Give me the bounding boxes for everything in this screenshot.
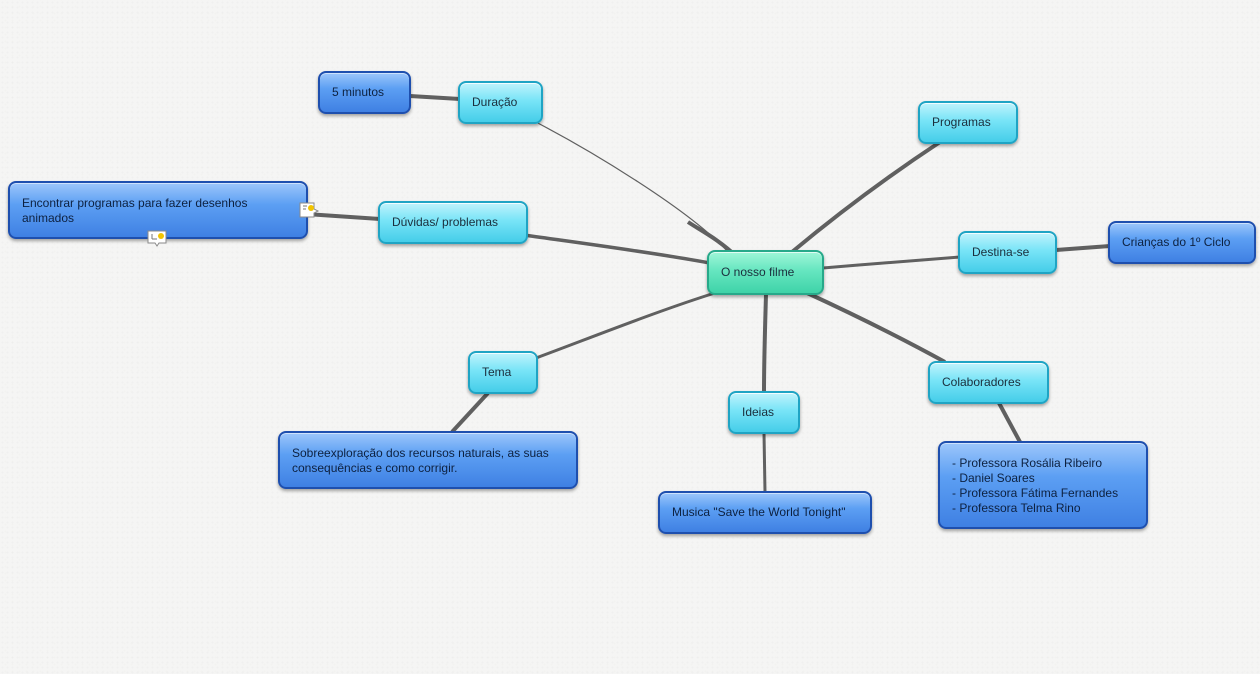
- central-topic-o-nosso-filme[interactable]: O nosso filme: [707, 250, 824, 295]
- subtopic-sobreexploracao[interactable]: Sobreexploração dos recursos naturais, a…: [278, 431, 578, 489]
- topic-duracao[interactable]: Duração: [458, 81, 543, 124]
- connector-center-tema: [535, 290, 719, 360]
- central-topic-label: O nosso filme: [721, 265, 795, 279]
- connector-ideias-musica: [762, 432, 767, 493]
- topic-label: Destina-se: [972, 245, 1030, 259]
- topic-programas[interactable]: Programas: [918, 101, 1018, 144]
- subtopic-cinco-minutos[interactable]: 5 minutos: [318, 71, 411, 114]
- subtopic-label: 5 minutos: [332, 85, 385, 99]
- subtopic-label: Sobreexploração dos recursos naturais, a…: [292, 446, 549, 475]
- topic-colaboradores[interactable]: Colaboradores: [928, 361, 1049, 404]
- subtopic-musica[interactable]: Musica "Save the World Tonight": [658, 491, 872, 534]
- topic-label: Tema: [482, 365, 512, 379]
- connector-center-destina: [822, 255, 961, 270]
- topic-duvidas-problemas[interactable]: Dúvidas/ problemas: [378, 201, 528, 244]
- connector-tema-sobreexploracao: [450, 391, 490, 434]
- connector-center-duvidas: [523, 233, 711, 265]
- subtopic-label: - Professora Rosália Ribeiro - Daniel So…: [952, 456, 1119, 515]
- subtopic-label: Musica "Save the World Tonight": [672, 505, 846, 519]
- topic-label: Dúvidas/ problemas: [392, 215, 499, 229]
- topic-tema[interactable]: Tema: [468, 351, 538, 394]
- subtopic-label: Encontrar programas para fazer desenhos …: [22, 196, 248, 225]
- subtopic-label: Crianças do 1º Ciclo: [1122, 235, 1231, 249]
- topic-label: Duração: [472, 95, 518, 109]
- topic-label: Ideias: [742, 405, 775, 419]
- connector-duvidas-encontrar: [305, 212, 381, 221]
- note-icon[interactable]: [146, 229, 168, 247]
- connector-center-duracao: [531, 119, 729, 253]
- connector-duracao-cinco-minutos: [409, 94, 461, 101]
- topic-ideias[interactable]: Ideias: [728, 391, 800, 434]
- topic-destina-se[interactable]: Destina-se: [958, 231, 1057, 274]
- subtopic-criancas[interactable]: Crianças do 1º Ciclo: [1108, 221, 1256, 264]
- note-icon[interactable]: [298, 201, 320, 219]
- connector-colaboradores-professoras: [997, 402, 1022, 443]
- topic-label: Programas: [932, 115, 991, 129]
- subtopic-encontrar-programas[interactable]: Encontrar programas para fazer desenhos …: [8, 181, 308, 239]
- connector-center-ideias: [762, 293, 768, 393]
- subtopic-professoras[interactable]: - Professora Rosália Ribeiro - Daniel So…: [938, 441, 1148, 529]
- connector-center-programas: [790, 140, 942, 254]
- connector-destina-criancas: [1055, 244, 1111, 252]
- connector-center-colaboradores: [804, 290, 946, 364]
- topic-label: Colaboradores: [942, 375, 1021, 389]
